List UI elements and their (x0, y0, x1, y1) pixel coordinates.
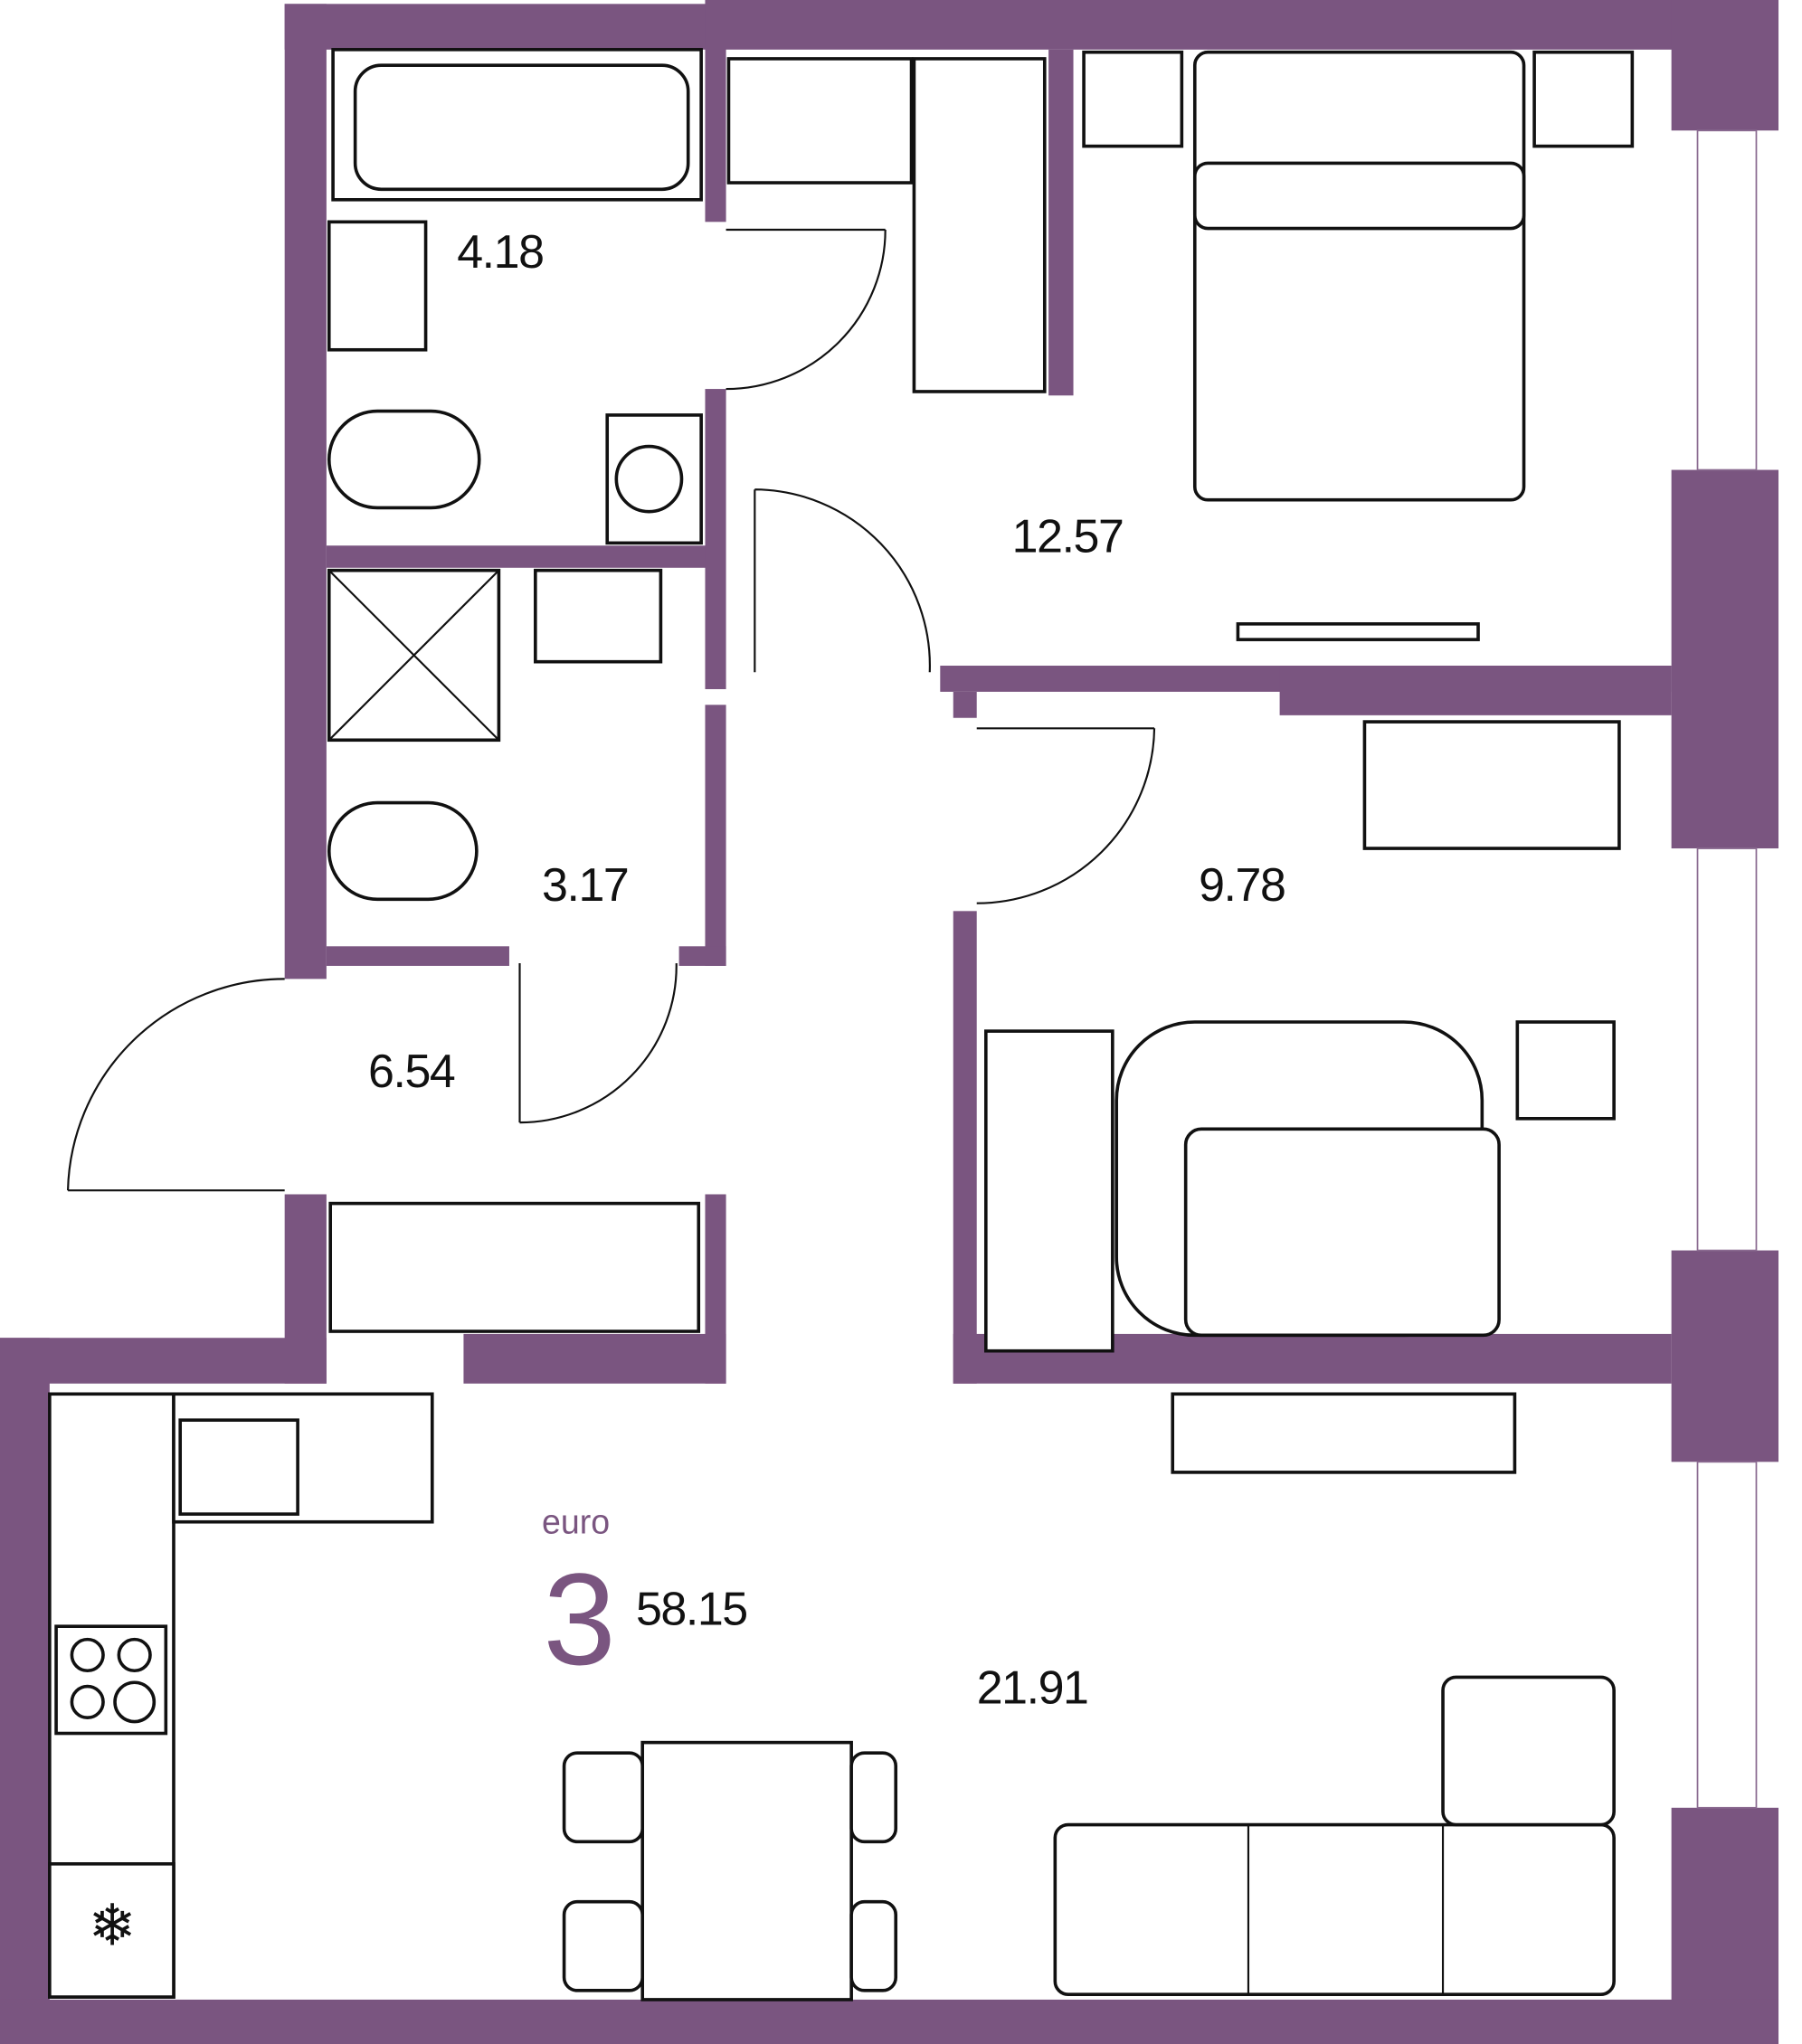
room-area-hallway: 6.54 (368, 1046, 455, 1098)
chair (849, 1899, 898, 1992)
wardrobe-2 (912, 57, 1047, 393)
windows (1696, 129, 1758, 1809)
furniture: ❄ (48, 48, 1635, 2001)
hall-wardrobe (328, 1201, 701, 1333)
kitchen-sink (178, 1418, 299, 1516)
desk (1362, 720, 1621, 850)
room-area-bedroom-1: 12.57 (1012, 510, 1124, 563)
dresser (1515, 1020, 1616, 1121)
sofa (1053, 1822, 1616, 1996)
room-area-wc: 3.17 (542, 859, 628, 912)
wardrobe-3 (984, 1029, 1114, 1353)
toilet (327, 409, 481, 510)
room-area-bedroom-2: 9.78 (1199, 859, 1285, 912)
room-labels: 4.18 12.57 3.17 9.78 6.54 21.91 euro 3 5… (368, 226, 1286, 1714)
doors (66, 228, 1156, 1192)
sink (327, 220, 428, 352)
stove (54, 1624, 168, 1736)
wc-sink (534, 568, 663, 664)
room-area-bathroom: 4.18 (457, 226, 543, 279)
chair (562, 1899, 644, 1992)
rooms-count: 3 (543, 1546, 615, 1692)
dining-table (640, 1740, 853, 2001)
chair (849, 1751, 898, 1844)
total-area: 58.15 (636, 1584, 747, 1636)
snowflake-icon: ❄ (89, 1893, 137, 1957)
tv-stand (1236, 622, 1480, 641)
tv-unit (1171, 1392, 1517, 1474)
double-bed (1192, 50, 1526, 502)
wardrobe-1 (726, 57, 914, 185)
room-area-kitchen-living: 21.91 (977, 1661, 1088, 1714)
fridge (48, 1862, 175, 1999)
nightstand-left (1082, 50, 1184, 148)
nightstand-right (1532, 50, 1635, 148)
apartment-type-label: euro (542, 1503, 610, 1541)
wc-toilet (327, 800, 479, 902)
chair (562, 1751, 644, 1844)
